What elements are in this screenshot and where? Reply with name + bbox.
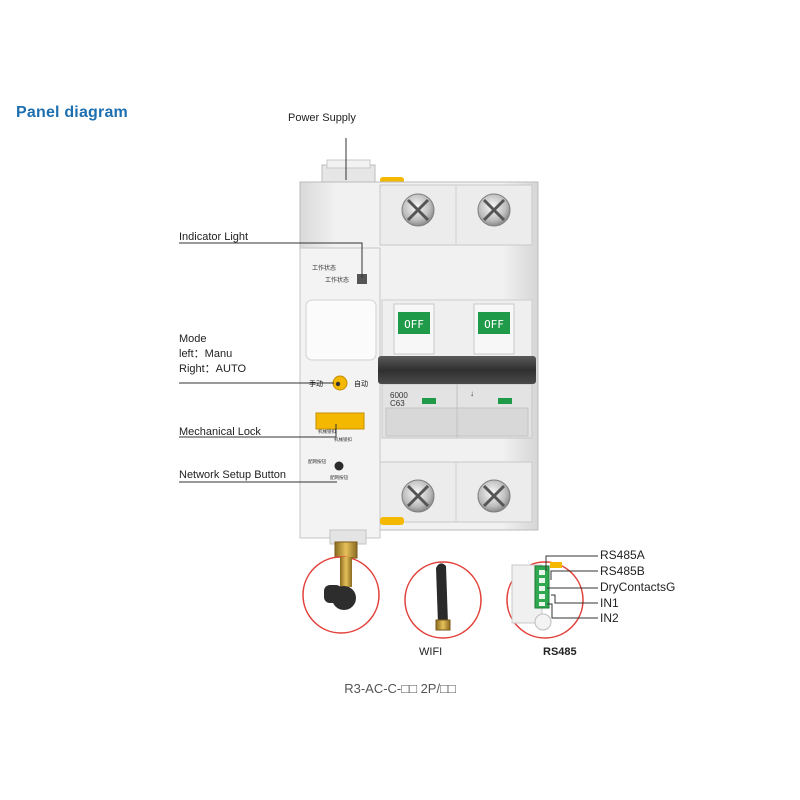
rs485-lead-lines	[545, 555, 598, 619]
caption-rs485: RS485	[543, 646, 577, 658]
callout-lines	[179, 138, 363, 483]
callout-rs485	[506, 561, 584, 639]
mechanical-lock[interactable]	[315, 412, 365, 430]
label-dry-contacts-g: DryContactsG	[600, 580, 676, 594]
switch-left-label: OFF	[404, 318, 424, 331]
callout-wifi	[404, 561, 482, 639]
network-setup-button[interactable]	[334, 461, 344, 471]
mode-switch[interactable]	[332, 375, 348, 391]
lock-text-1: 机械锁扣	[318, 428, 336, 435]
callout-antenna-connector	[302, 556, 380, 634]
label-in1: IN1	[600, 596, 619, 610]
model-number: R3-AC-C-□□ 2P/□□	[344, 681, 456, 696]
net-text-2: 配网按钮	[330, 474, 348, 481]
label-rs485a: RS485A	[600, 548, 645, 562]
window-right	[498, 398, 512, 404]
caption-wifi: WIFI	[419, 646, 443, 658]
bottom-screw-right	[477, 479, 511, 513]
arrow-icon: ↓	[470, 389, 474, 398]
window-left	[422, 398, 436, 404]
label-in2: IN2	[600, 611, 619, 625]
lock-text-2: 机械锁扣	[334, 436, 352, 443]
status-text-2: 工作状态	[325, 276, 349, 284]
label-mode-left: left：Manu	[179, 348, 233, 360]
label-network-setup-button: Network Setup Button	[179, 469, 287, 481]
label-rs485b: RS485B	[600, 564, 645, 578]
label-power-supply: Power Supply	[288, 112, 356, 124]
power-supply-connector	[321, 159, 376, 186]
bottom-clip	[380, 517, 404, 525]
label-indicator-light: Indicator Light	[179, 231, 249, 243]
wifi-antenna-icon	[436, 563, 448, 624]
mode-auto-cn: 自动	[354, 379, 368, 388]
bottom-screw-left	[401, 479, 435, 513]
net-text-1: 配网按钮	[308, 458, 326, 465]
mode-switch-dot	[335, 381, 341, 387]
top-screw-left	[401, 193, 435, 227]
switch-right-label: OFF	[484, 318, 504, 331]
rating-c63: C63	[390, 399, 405, 408]
switch-right[interactable]: OFF	[473, 303, 515, 355]
rating-6000: 6000	[390, 391, 408, 400]
page-title: Panel diagram	[16, 104, 128, 121]
label-mode-right: Right：AUTO	[179, 363, 247, 375]
switch-left[interactable]: OFF	[393, 303, 435, 355]
indicator-light	[357, 274, 367, 284]
label-mechanical-lock: Mechanical Lock	[179, 426, 261, 438]
status-text-1: 工作状态	[312, 264, 336, 272]
handle-bar[interactable]	[378, 356, 536, 384]
label-mode-title: Mode	[179, 333, 207, 345]
top-screw-right	[477, 193, 511, 227]
antenna-connector	[334, 541, 358, 559]
